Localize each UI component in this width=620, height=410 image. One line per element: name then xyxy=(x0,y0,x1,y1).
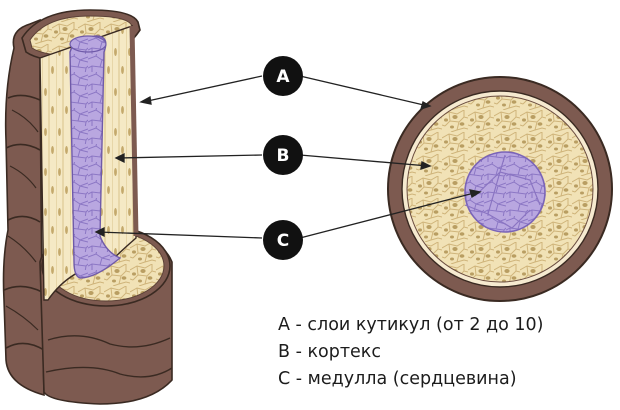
label-c-circle xyxy=(263,220,303,260)
legend: A - слои кутикул (от 2 до 10) B - кортек… xyxy=(278,312,608,393)
hair-cross-section xyxy=(387,76,613,302)
pointer-b-right xyxy=(299,154,429,167)
pointer-a-right xyxy=(299,75,429,107)
label-b-text: B xyxy=(277,146,290,166)
hair-shaft-illustration xyxy=(2,9,173,405)
pointer-c-right xyxy=(299,191,479,239)
label-c: C xyxy=(263,220,303,260)
pointer-c-left xyxy=(97,231,263,239)
pointer-b-left xyxy=(117,154,263,159)
label-c-text: C xyxy=(277,231,289,251)
pointer-a-left xyxy=(142,75,263,103)
label-a-text: A xyxy=(276,67,290,87)
label-b-circle xyxy=(263,135,303,175)
pointer-lines xyxy=(94,75,482,239)
label-a-circle xyxy=(263,56,303,96)
label-b: B xyxy=(263,135,303,175)
label-a: A xyxy=(263,56,303,96)
legend-item-c: C - медулла (сердцевина) xyxy=(278,369,517,389)
legend-item-b: B - кортекс xyxy=(278,342,381,362)
legend-item-a: A - слои кутикул (от 2 до 10) xyxy=(278,315,544,335)
